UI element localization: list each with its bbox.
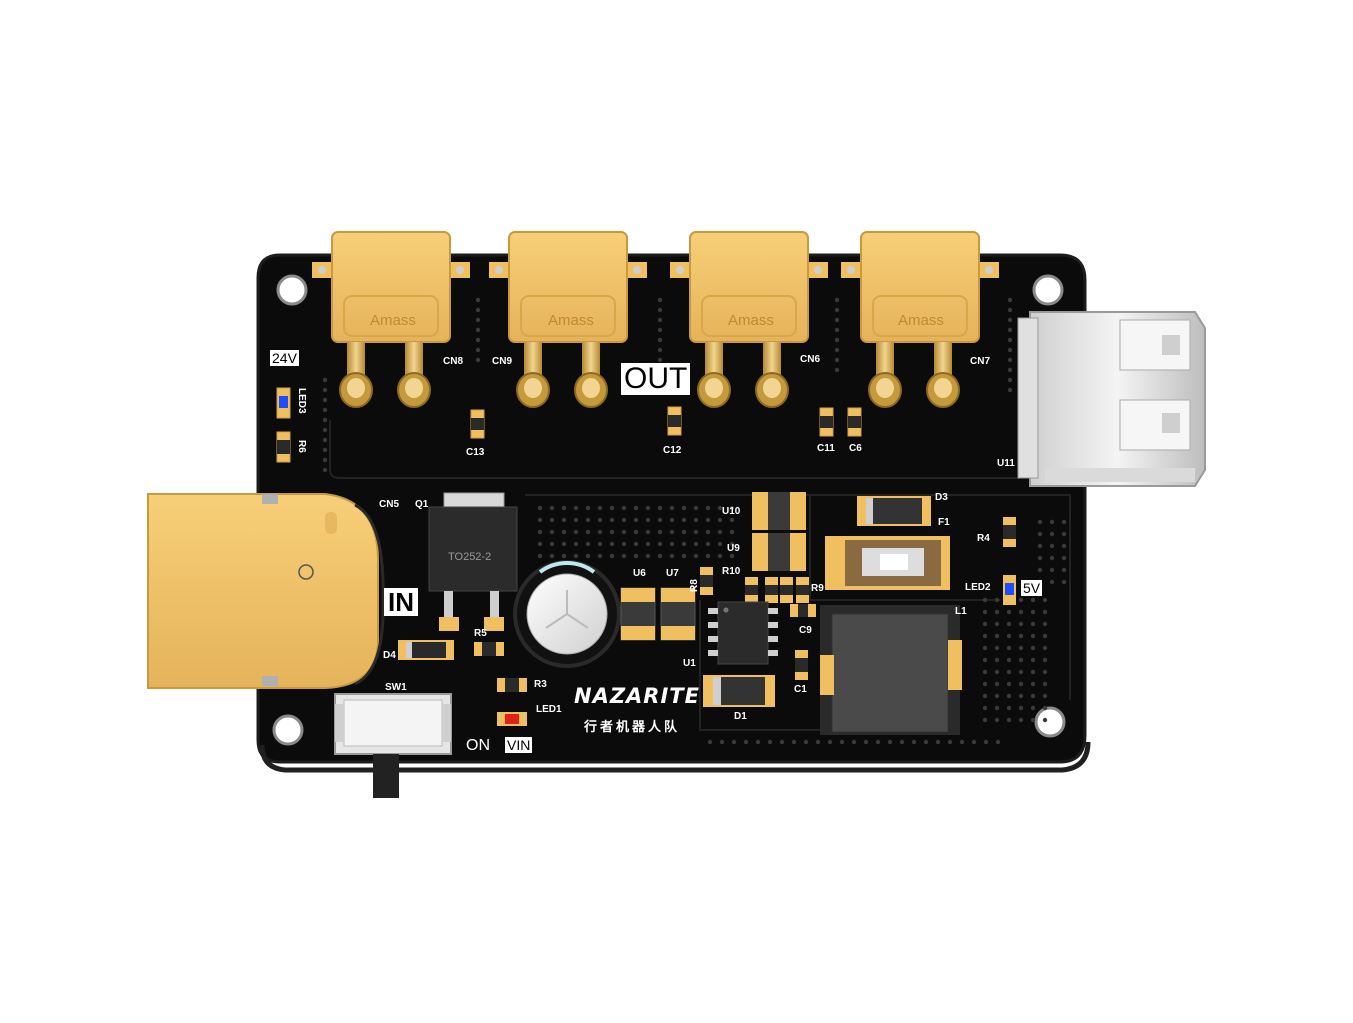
cn8-label: CN8: [443, 356, 464, 367]
small-resistors: [700, 567, 816, 680]
u6-inductors: [620, 587, 696, 641]
xt-connector-cn8: [312, 231, 470, 408]
on-label: ON: [466, 737, 490, 754]
f1-label: F1: [938, 517, 950, 528]
led3-r6: [276, 387, 291, 463]
d1-diode: [703, 675, 775, 707]
d4-diode: [398, 640, 454, 660]
cn5-label: CN5: [379, 499, 400, 510]
output-capacitors: [470, 406, 862, 439]
xt-connector-cn6: [670, 231, 828, 408]
l1-label: L1: [955, 606, 967, 617]
copper-outlines: [329, 420, 1071, 731]
u10-label: U10: [722, 506, 741, 517]
input-connector-cn5: [147, 493, 385, 689]
d4-label: D4: [383, 650, 396, 661]
electrolytic-capacitor: [513, 560, 621, 668]
c6-label: C6: [849, 443, 862, 454]
led3-label: LED3: [296, 388, 307, 414]
r4-led2: [1003, 517, 1016, 605]
u1-chip: [708, 601, 778, 665]
c9-label: C9: [799, 625, 812, 636]
mounting-holes: [272, 274, 1066, 746]
to252-label: TO252-2: [448, 551, 492, 563]
usb-a-connector: [1017, 311, 1206, 487]
amass-label-cn7: Amass: [898, 312, 944, 329]
u6-label: U6: [633, 568, 646, 579]
r10-label: R10: [722, 566, 741, 577]
pcb-edge: [259, 741, 1091, 773]
c12-label: C12: [663, 445, 682, 456]
brand-logo: NAZARITE: [574, 684, 700, 708]
led2-label: LED2: [965, 582, 991, 593]
out-label: OUT: [621, 363, 691, 395]
sw1-label: SW1: [385, 682, 407, 693]
sw1-switch: [334, 693, 452, 798]
output-connectors: [312, 231, 999, 408]
f1-fuse: [825, 536, 950, 590]
5v-label: 5V: [1021, 580, 1043, 596]
amass-label-cn9: Amass: [548, 312, 594, 329]
l1-inductor: [820, 605, 962, 735]
cn6-label: CN6: [800, 354, 821, 365]
24v-label: 24V: [270, 350, 299, 366]
r3-label: R3: [534, 679, 547, 690]
d3-label: D3: [935, 492, 948, 503]
u9-label: U9: [727, 543, 740, 554]
amass-label-cn6: Amass: [728, 312, 774, 329]
brand-subtitle: 行者机器人队: [584, 720, 681, 735]
c13-label: C13: [466, 447, 485, 458]
r9-label: R9: [811, 583, 824, 594]
u7-label: U7: [666, 568, 679, 579]
u10-u9: [752, 492, 806, 571]
amass-label-cn8: Amass: [370, 312, 416, 329]
u11-label: U11: [997, 458, 1015, 469]
xt-connector-cn9: [489, 231, 647, 408]
d1-label: D1: [734, 711, 747, 722]
r6-label: R6: [296, 440, 307, 453]
d3-diode: [857, 496, 931, 526]
u1-label: U1: [683, 658, 696, 669]
in-label: IN: [384, 588, 418, 616]
cn9-label: CN9: [492, 356, 513, 367]
led1-label: LED1: [536, 704, 562, 715]
q1-label: Q1: [415, 499, 429, 510]
r4-label: R4: [977, 533, 990, 544]
c11-label: C11: [817, 443, 835, 454]
r8-label: R8: [689, 579, 700, 592]
r5-label: R5: [474, 628, 487, 639]
cn7-label: CN7: [970, 356, 991, 367]
vin-label: VIN: [505, 737, 533, 753]
xt-connector-cn7: [841, 231, 999, 408]
via-dots: [322, 297, 1067, 745]
c1-label: C1: [794, 684, 807, 695]
r5-r3-led1: [474, 642, 527, 726]
q1-mosfet: [428, 492, 518, 631]
